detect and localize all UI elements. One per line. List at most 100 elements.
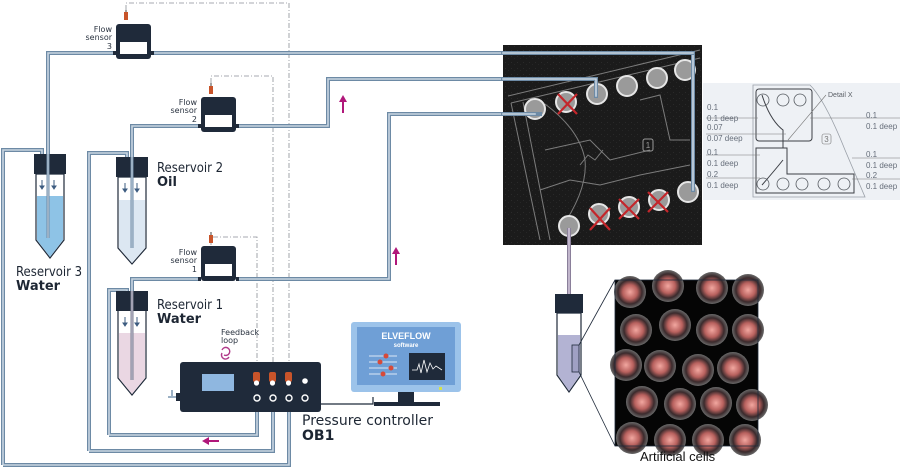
pressure-controller-device[interactable]	[168, 362, 321, 412]
droplet-cell	[736, 389, 768, 421]
dim-depth: 0.1 deep	[707, 158, 739, 168]
flow-arrow-up-2	[392, 247, 400, 265]
feedback-loop-icon	[220, 346, 231, 360]
drawing-right-dim-3: 0.2 0.1 deep	[866, 171, 897, 193]
dim-depth: 0.1 deep	[866, 121, 898, 131]
droplet-cell	[664, 388, 696, 420]
droplet-cell	[732, 274, 764, 306]
microfluidic-chip-photo[interactable]: 1	[501, 45, 702, 245]
dim-depth: 0.1 deep	[866, 181, 898, 191]
chip-wells	[524, 59, 699, 237]
reservoir-2-tube[interactable]	[116, 157, 148, 265]
dim-depth: 0.07 deep	[707, 133, 743, 143]
drawing-chip-number: 3	[824, 135, 829, 144]
reservoir-3-tube[interactable]	[34, 154, 66, 259]
detail-leader-line	[787, 94, 827, 141]
flow-sensor-2[interactable]	[198, 83, 239, 132]
software-label: software	[394, 343, 419, 349]
reservoir-3-name: Reservoir 3	[16, 265, 83, 280]
pressure-controller-model: OB1	[302, 427, 335, 444]
reservoir-1-fluid: Water	[157, 311, 202, 327]
dim-depth: 0.1 deep	[866, 160, 898, 170]
controller-display	[202, 374, 234, 391]
pressure-controller-name: Pressure controller	[302, 413, 434, 429]
reservoir-1-tube[interactable]	[116, 291, 148, 396]
controller-output-ports	[253, 372, 308, 386]
droplet-cell	[696, 272, 728, 304]
flow-arrow-up-1	[339, 95, 347, 113]
droplet-cell	[732, 314, 764, 346]
droplet-cell	[696, 314, 728, 346]
drawing-right-dim-1: 0.1 0.1 deep	[866, 111, 897, 133]
blocked-inlet-marks	[557, 93, 669, 231]
usb-cable	[321, 397, 374, 405]
droplet-cell	[626, 386, 658, 418]
collection-tube[interactable]	[555, 294, 583, 394]
dim-width: 0.2	[866, 171, 878, 180]
reservoir-3-fluid: Water	[16, 278, 61, 294]
dim-width: 0.1	[866, 111, 878, 120]
droplet-cell	[620, 314, 652, 346]
drawing-left-dim-2: 0.07 0.07 deep	[707, 123, 743, 145]
feedback-label-line2: loop	[221, 336, 239, 346]
drawing-left-dim-1: 0.1 0.1 deep	[707, 103, 738, 125]
down-arrows-icon	[39, 180, 57, 190]
flow-sensor-2-label: Flow sensor 2	[165, 98, 197, 124]
software-brand: ELVEFLOW	[381, 331, 431, 341]
artificial-cells-micrograph[interactable]	[610, 270, 768, 456]
droplet-cell	[692, 424, 724, 456]
droplet-cell	[614, 276, 646, 308]
detail-x-label: Detail X	[828, 92, 853, 99]
droplet-cell	[700, 387, 732, 419]
pressure-controller-label: Pressure controller OB1	[302, 414, 433, 443]
controller-pressure-ports	[253, 394, 309, 402]
droplet-cell	[682, 354, 714, 386]
flow-sensor-3-label-line2: sensor 3	[85, 33, 112, 51]
drawing-wells	[756, 93, 851, 191]
drawing-left-dim-3: 0.1 0.1 deep	[707, 148, 738, 170]
flow-sensor-3[interactable]	[113, 10, 154, 59]
droplet-cell	[729, 424, 761, 456]
droplet-cell	[644, 350, 676, 382]
reservoir-1-name: Reservoir 1	[157, 298, 224, 313]
flow-arrows	[202, 95, 400, 445]
flow-sensor-1-label-line2: sensor 1	[170, 256, 197, 274]
dim-width: 0.1	[707, 148, 719, 157]
droplet-cell	[659, 309, 691, 341]
elveflow-software-monitor[interactable]: ELVEFLOW software	[351, 322, 461, 406]
dim-depth: 0.1 deep	[707, 180, 739, 190]
reservoir-2-fluid: Oil	[157, 174, 177, 190]
down-arrows-icon	[122, 183, 140, 193]
dim-depth: 0.1 deep	[707, 113, 739, 123]
dim-width: 0.2	[707, 170, 719, 179]
feedback-line-sensor-2	[210, 75, 274, 375]
artificial-cells-caption: Artificial cells	[640, 449, 716, 464]
droplet-cell	[654, 424, 686, 456]
drawing-right-dim-2: 0.1 0.1 deep	[866, 150, 897, 172]
feedback-line-sensor-3	[125, 2, 290, 375]
droplet-cell	[652, 270, 684, 302]
chip-number: 1	[646, 141, 651, 150]
reservoir-1-label: Reservoir 1 Water	[157, 299, 223, 326]
reservoir-2-label: Reservoir 2 Oil	[157, 162, 223, 189]
flow-sensor-1-label: Flow sensor 1	[165, 248, 197, 274]
flow-sensor-3-label: Flow sensor 3	[80, 25, 112, 51]
flow-sensor-3-label-line1: Flow	[93, 25, 112, 34]
dim-width: 0.1	[707, 103, 719, 112]
down-arrows-icon	[122, 317, 140, 327]
dim-width: 0.1	[866, 150, 878, 159]
flow-sensor-2-label-line1: Flow	[178, 98, 197, 107]
feedback-label-line1: Feedback	[221, 328, 260, 337]
feedback-loop-label: Feedback loop	[221, 328, 260, 346]
flow-sensor-1-label-line1: Flow	[178, 248, 197, 257]
flow-sensor-2-label-line2: sensor 2	[170, 106, 197, 124]
chip-technical-drawing[interactable]: Detail X 3	[703, 83, 900, 200]
signal-graph-icon	[409, 353, 445, 380]
drawing-left-dim-4: 0.2 0.1 deep	[707, 170, 738, 192]
reservoir-2-name: Reservoir 2	[157, 161, 224, 176]
flow-arrow-left	[202, 437, 219, 445]
flow-sensor-1[interactable]	[198, 232, 239, 281]
cells-layer	[610, 270, 768, 456]
droplet-cell	[610, 349, 642, 381]
